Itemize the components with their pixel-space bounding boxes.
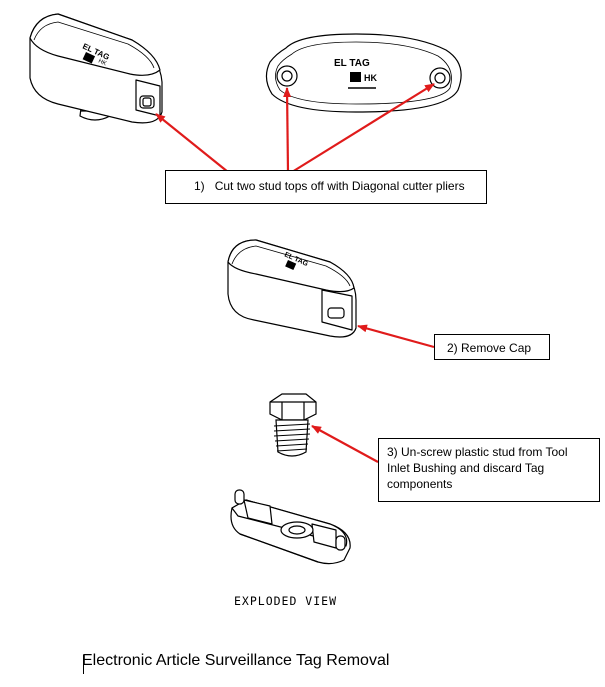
plastic-stud-illustration (269, 393, 317, 457)
text-cursor (83, 655, 84, 674)
tag-top-view-illustration: EL TAG HK (265, 33, 462, 113)
base-plate-illustration (230, 489, 351, 565)
step-2-text: Remove Cap (461, 341, 532, 355)
svg-text:HK: HK (97, 58, 107, 67)
tag-side-view-illustration: EL TAG HK (29, 13, 163, 124)
step-1-text: Cut two stud tops off with Diagonal cutt… (214, 179, 465, 193)
arrow-step1-left-stud (283, 87, 292, 173)
arrow-step2-cap (357, 324, 435, 349)
arrow-step3-stud (311, 425, 379, 463)
step-2-callout: 2) Remove Cap (434, 334, 550, 360)
step-2-number: 2) (447, 341, 458, 355)
arrow-step1-right-stud (291, 83, 435, 173)
stud-thread (273, 423, 311, 452)
step-3-callout: 3) Un-screw plastic stud from Tool Inlet… (378, 438, 600, 502)
cap-illustration: EL TAG (227, 239, 357, 338)
exploded-view-label: EXPLODED VIEW (234, 594, 338, 608)
step-1-number: 1) (194, 179, 205, 193)
step-3-number: 3) (387, 445, 398, 459)
document-title[interactable]: Electronic Article Surveillance Tag Remo… (82, 652, 390, 669)
callout-arrows (155, 83, 435, 463)
arrow-step1-side-stud (155, 113, 229, 173)
step-1-callout: 1) Cut two stud tops off with Diagonal c… (165, 170, 487, 204)
tag-top-brand: EL TAG (334, 58, 370, 69)
step-3-text: Un-screw plastic stud from Tool Inlet Bu… (387, 445, 568, 491)
tag-top-hk: HK (364, 73, 377, 83)
